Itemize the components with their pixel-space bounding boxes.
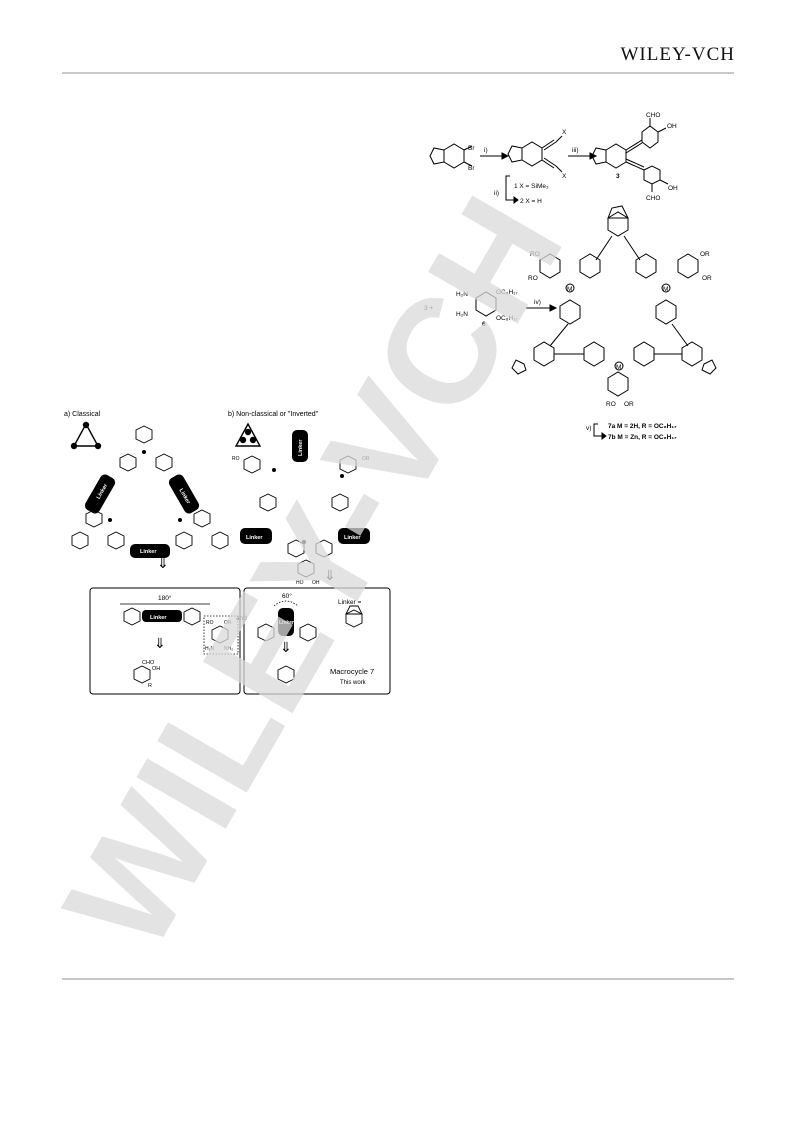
oc8-b: OC₈H₁₇ <box>496 315 518 322</box>
mac-ro-2: RO <box>528 275 538 282</box>
nh2-b: H₂N <box>456 311 468 318</box>
x-label-1: X <box>562 129 567 136</box>
footer-rule <box>62 978 734 980</box>
compound-3-label: 3 <box>616 173 620 180</box>
linker-left-b <box>240 528 272 544</box>
step-ii: ii) <box>494 190 499 197</box>
frag-oh-a: OH <box>152 666 160 672</box>
x-label-2: X <box>562 173 567 180</box>
linker-bottom <box>130 544 170 558</box>
oh-1: OH <box>667 123 677 130</box>
scheme-synthesis: Br Br i) X X iii) ii) 1 X = SiMe₃ 2 X = … <box>424 112 717 441</box>
mac-or-1: OR <box>700 251 710 258</box>
label-br2: Br <box>468 165 475 172</box>
svg-text:⇓: ⇓ <box>324 567 336 583</box>
inverted-triangle-icon <box>234 422 262 447</box>
three-plus: 3 + <box>424 305 433 312</box>
frag-oh-b: OH <box>312 580 320 586</box>
mac-m-2: M <box>663 286 668 293</box>
cho-2: CHO <box>646 195 660 202</box>
linker-right <box>168 474 200 514</box>
mac-or-3: OR <box>624 401 634 408</box>
angle-180: 180° <box>158 594 172 602</box>
step-i: i) <box>484 147 488 154</box>
frag-ro-d: RO <box>206 620 214 626</box>
mac-m-1: M <box>567 286 572 293</box>
linker-text-b2: Linker <box>246 535 263 541</box>
svg-text:⇓: ⇓ <box>280 639 292 655</box>
frag-or-d: OR <box>224 620 232 626</box>
linker-text-a3: Linker <box>140 549 157 555</box>
svg-text:⇓: ⇓ <box>157 555 169 571</box>
compound-1-label: 1 X = SiMe₃ <box>514 183 549 190</box>
angle-60: 60° <box>282 592 292 600</box>
linker-top-b <box>292 430 308 462</box>
frag-cho-a: CHO <box>142 660 155 666</box>
nh2-a: H₂N <box>456 291 468 298</box>
macrocycle-7-label: Macrocycle 7 <box>330 667 374 676</box>
linker-text-b1: Linker <box>298 439 304 456</box>
classical-triangle-icon <box>70 421 102 450</box>
frag-nh2: NH₂ <box>224 646 233 652</box>
box-inverted <box>243 587 391 695</box>
svg-text:⇓: ⇓ <box>154 635 166 651</box>
product-7a: 7a M = 2H, R = OC₈H₁₇ <box>608 423 677 430</box>
mac-m-3: M <box>616 364 621 371</box>
step-iv: iv) <box>534 299 541 306</box>
and-label: and <box>236 615 247 622</box>
compound-2-label: 2 X = H <box>520 198 542 205</box>
panel-b-title: b) Non-classical or "Inverted" <box>228 411 319 418</box>
step-iii: iii) <box>572 147 579 154</box>
frag-ho-b: HO <box>296 580 304 586</box>
benzodioxole-ring <box>443 143 465 169</box>
frag-h2n: H₂N <box>205 646 215 652</box>
product-7b: 7b M = Zn, R = OC₈H₁₇ <box>608 434 677 441</box>
frag-or-b: OR <box>362 456 370 462</box>
header-rule <box>62 72 734 74</box>
box-classical <box>89 587 241 695</box>
linker-text-b3: Linker <box>344 535 361 541</box>
mac-or-2: OR <box>702 275 712 282</box>
publisher-logo: WILEY-VCH <box>620 44 735 65</box>
mac-ro-3: RO <box>606 401 616 408</box>
panel-a-title: a) Classical <box>64 411 101 418</box>
this-work-label: This work <box>340 680 367 686</box>
linker-equals: Linker = <box>338 599 362 606</box>
linker-left <box>84 474 116 514</box>
label-br1: Br <box>468 145 475 152</box>
linker-text-box-b: Linker <box>279 620 294 626</box>
step-v: v) <box>586 425 591 432</box>
linker-text-box-a: Linker <box>150 615 167 621</box>
frag-ro-b: RO <box>232 456 240 462</box>
frag-r-a: R <box>148 683 152 689</box>
cho-1: CHO <box>646 112 660 119</box>
linker-right-b <box>338 528 370 544</box>
scheme-macrocycle-design: a) Classical Linker Linker Linker ⇓ 180°… <box>64 411 391 695</box>
oh-2: OH <box>668 185 678 192</box>
mac-ro-1: RO <box>530 251 540 258</box>
oc8-a: OC₈H₁₇ <box>496 289 518 296</box>
compound-6-label: 6 <box>482 321 486 328</box>
